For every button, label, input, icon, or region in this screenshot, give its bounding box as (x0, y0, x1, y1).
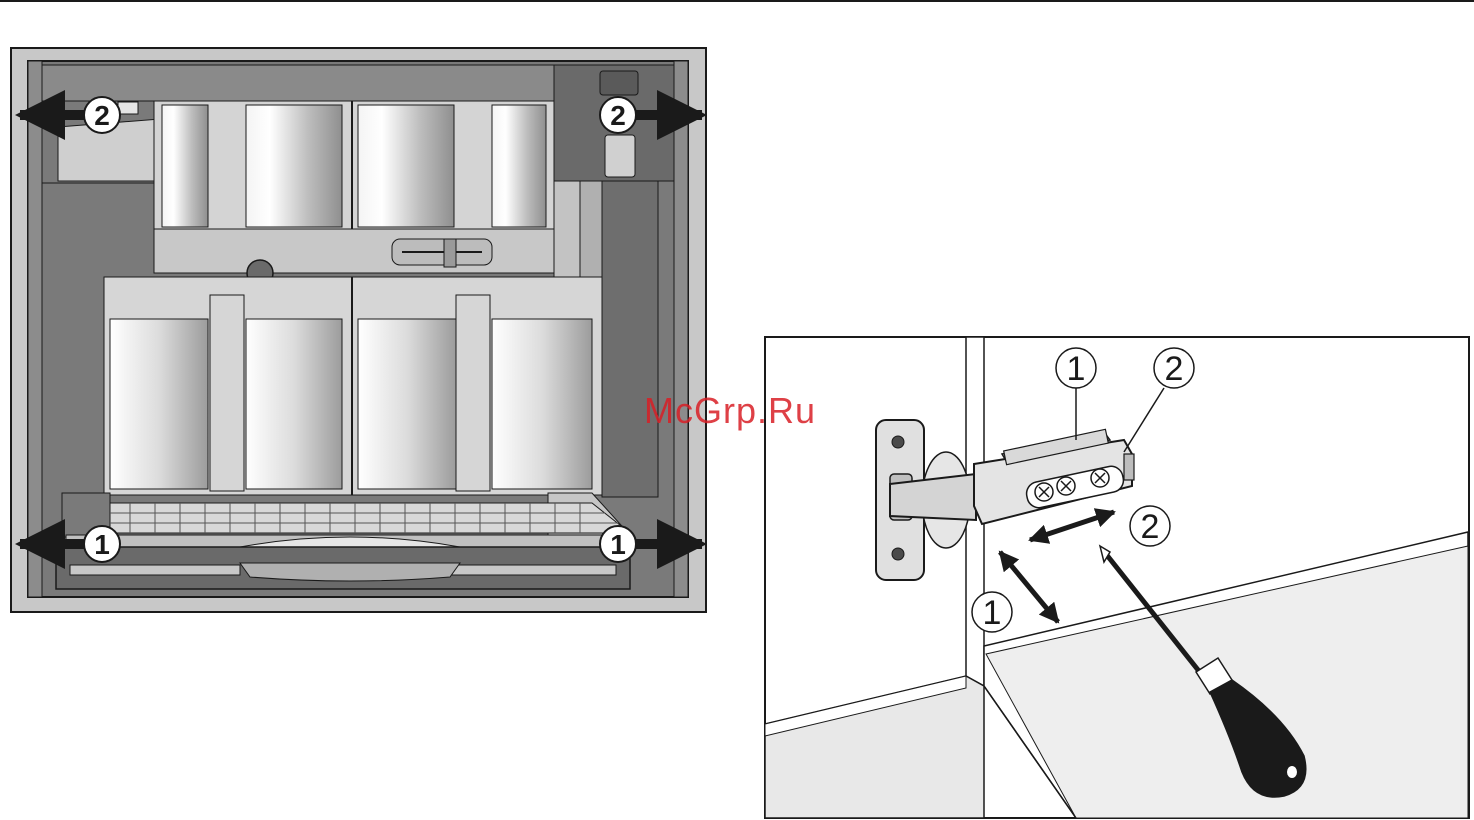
left-side-strip (28, 61, 42, 597)
callout-2-right: 2 (600, 97, 636, 133)
lower-window-4 (492, 319, 592, 489)
callout-1-right: 1 (600, 526, 636, 562)
callout-1-top: 1 (1056, 348, 1096, 388)
top-housing (42, 65, 554, 101)
hinge-end-cap (1124, 454, 1134, 480)
top-right-button (600, 71, 638, 95)
callout-1-top-label: 1 (1067, 350, 1086, 388)
callout-2-left: 2 (84, 97, 120, 133)
callout-1-side: 1 (972, 592, 1012, 632)
machine-front-view: 2 2 1 1 (10, 47, 707, 613)
right-panel-dark (602, 181, 658, 497)
upper-window-4 (492, 105, 546, 227)
lower-post-1 (210, 295, 244, 491)
callout-1-right-label: 1 (610, 529, 626, 560)
upper-window-2 (246, 105, 342, 227)
screwdriver-handle-hole (1287, 766, 1297, 778)
lower-window-1 (110, 319, 208, 489)
upper-lower-band (154, 229, 554, 273)
watermark-text: McGrp.Ru (644, 390, 816, 432)
callout-2-side-label: 2 (1141, 508, 1160, 546)
callout-2-top-label: 2 (1165, 350, 1184, 388)
mount-screw-top (892, 436, 904, 448)
right-side-strip (674, 61, 688, 597)
upper-window-1 (162, 105, 208, 227)
lower-window-3 (358, 319, 456, 489)
lower-window-2 (246, 319, 342, 489)
left-small-connector (118, 102, 138, 114)
callout-2-right-label: 2 (610, 100, 626, 131)
mount-screw-bottom (892, 548, 904, 560)
callout-1-left-label: 1 (94, 529, 110, 560)
callout-2-side: 2 (1130, 506, 1170, 546)
top-rule (0, 0, 1474, 2)
height-slider-knob (444, 239, 456, 267)
callout-1-side-label: 1 (983, 594, 1002, 632)
right-latch (605, 135, 635, 177)
drip-tray-grid (110, 503, 630, 533)
callout-2-left-label: 2 (94, 100, 110, 131)
callout-1-left: 1 (84, 526, 120, 562)
drip-tray-lip (70, 565, 240, 575)
callout-2-top: 2 (1154, 348, 1194, 388)
hinge-adjustment-view: 1 2 2 1 (764, 336, 1470, 820)
right-column-inner (580, 181, 602, 277)
upper-window-3 (358, 105, 454, 227)
drip-tray-handle-lower (240, 563, 460, 581)
lower-post-2 (456, 295, 490, 491)
